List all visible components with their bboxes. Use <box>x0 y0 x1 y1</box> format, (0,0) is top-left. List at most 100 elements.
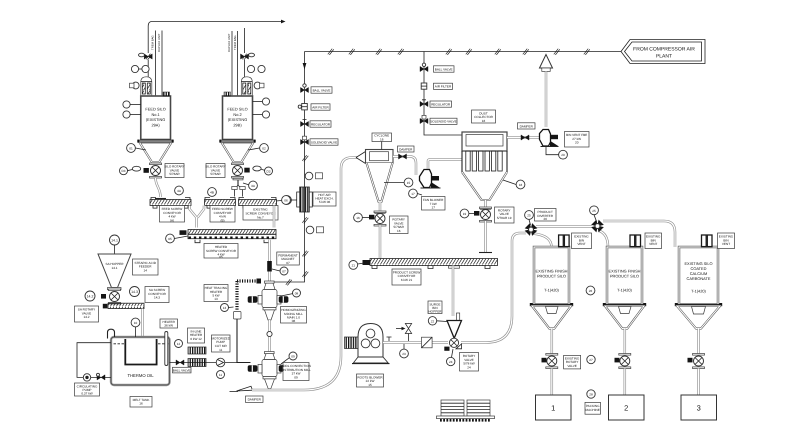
svg-text:VALVE: VALVE <box>211 168 221 172</box>
svg-text:28: 28 <box>589 393 593 397</box>
svg-text:ROTARY: ROTARY <box>463 354 476 358</box>
svg-text:21: 21 <box>352 263 356 267</box>
svg-text:4B: 4B <box>210 191 214 195</box>
svg-text:08: 08 <box>295 292 299 296</box>
svg-text:DUPLEX UNIT: DUPLEX UNIT <box>157 33 161 52</box>
svg-text:SA HOPPER: SA HOPPER <box>106 262 125 266</box>
svg-text:HEATER: HEATER <box>190 333 203 337</box>
svg-text:5/78AR: 5/78AR <box>394 225 405 229</box>
svg-text:37 kW: 37 kW <box>292 372 301 376</box>
svg-text:FEEDER: FEEDER <box>139 265 152 269</box>
svg-text:BIN: BIN <box>723 238 728 242</box>
svg-text:05: 05 <box>219 255 223 259</box>
svg-text:HEAT TRACING: HEAT TRACING <box>205 286 228 290</box>
svg-text:14.3: 14.3 <box>131 290 138 294</box>
svg-text:VALVE: VALVE <box>499 212 509 216</box>
svg-text:VALVE: VALVE <box>394 221 404 225</box>
svg-text:5/78AR 19: 5/78AR 19 <box>497 216 512 220</box>
svg-text:27: 27 <box>589 358 593 362</box>
svg-text:22 kW: 22 kW <box>366 379 375 383</box>
svg-text:HEAT EXCH.: HEAT EXCH. <box>315 197 333 201</box>
svg-text:T-1(420): T-1(420) <box>691 289 706 294</box>
svg-text:4 kW: 4 kW <box>219 215 226 219</box>
svg-text:EXISTING FINISH: EXISTING FINISH <box>609 269 641 274</box>
svg-text:CONVEYOR: CONVEYOR <box>148 292 166 296</box>
svg-text:BALL VALVE: BALL VALVE <box>173 368 191 372</box>
svg-text:10: 10 <box>134 321 138 325</box>
svg-text:VENT: VENT <box>577 242 585 246</box>
svg-text:PRODUCT: PRODUCT <box>538 210 553 214</box>
svg-text:15: 15 <box>407 181 411 185</box>
svg-text:18: 18 <box>519 183 523 187</box>
svg-text:CONVEYOR: CONVEYOR <box>398 274 416 278</box>
svg-text:4A: 4A <box>177 189 182 193</box>
svg-text:DAMPER: DAMPER <box>520 124 534 128</box>
svg-text:11: 11 <box>219 373 222 377</box>
svg-text:15: 15 <box>368 383 372 387</box>
svg-text:SOLENOID VALVE: SOLENOID VALVE <box>430 120 456 124</box>
svg-text:FEED SCREW: FEED SCREW <box>212 207 233 211</box>
svg-text:2: 2 <box>624 404 628 413</box>
svg-text:12: 12 <box>177 342 181 346</box>
svg-text:T-1(420): T-1(420) <box>617 288 632 293</box>
svg-text:17: 17 <box>411 192 415 196</box>
svg-text:SURGE: SURGE <box>429 302 440 306</box>
svg-text:26: 26 <box>589 289 593 293</box>
svg-text:ROTARY: ROTARY <box>498 208 511 212</box>
svg-text:16: 16 <box>380 137 384 141</box>
svg-text:SA SCREW: SA SCREW <box>149 288 165 292</box>
svg-text:MACHINE: MACHINE <box>586 408 600 412</box>
svg-text:14: 14 <box>143 268 147 272</box>
svg-text:No.7: No.7 <box>257 216 264 220</box>
svg-text:DAMPER: DAMPER <box>399 147 413 151</box>
svg-text:PRODUCT SCREW: PRODUCT SCREW <box>393 270 421 274</box>
svg-text:D3: D3 <box>267 170 271 174</box>
svg-text:EXISTING FINISH: EXISTING FINISH <box>536 269 568 274</box>
svg-text:(EXISTING: (EXISTING <box>228 117 247 122</box>
svg-text:14.1: 14.1 <box>111 239 118 243</box>
svg-text:EXISTING: EXISTING <box>565 357 580 361</box>
svg-text:17: 17 <box>431 205 435 209</box>
svg-text:BALL VALVE: BALL VALVE <box>435 67 453 71</box>
svg-text:DISTRIBUTION MILL: DISTRIBUTION MILL <box>281 368 311 372</box>
svg-text:13: 13 <box>223 306 227 310</box>
svg-text:25: 25 <box>592 209 596 213</box>
svg-text:HEATED: HEATED <box>215 245 228 249</box>
svg-text:PUMP: PUMP <box>83 388 92 392</box>
svg-text:27 kW: 27 kW <box>572 137 581 141</box>
svg-text:D3: D3 <box>122 169 126 173</box>
svg-text:MELT TANK: MELT TANK <box>133 398 151 402</box>
svg-text:(A): (A) <box>170 218 174 222</box>
svg-text:THERMO OIL: THERMO OIL <box>127 373 154 378</box>
svg-text:BIN: BIN <box>432 306 437 310</box>
svg-text:07: 07 <box>282 270 286 274</box>
svg-text:HOPPER: HOPPER <box>428 310 442 314</box>
svg-text:BIN VENT FBE: BIN VENT FBE <box>566 133 587 137</box>
svg-text:No.1: No.1 <box>151 112 159 117</box>
svg-text:DUST: DUST <box>479 111 488 115</box>
svg-text:ADDL CONVECTION: ADDL CONVECTION <box>281 364 311 368</box>
svg-text:FEED SILO: FEED SILO <box>227 107 247 112</box>
svg-text:18: 18 <box>482 119 486 123</box>
svg-text:CYCLONE: CYCLONE <box>374 134 389 138</box>
svg-text:DIVERTER: DIVERTER <box>537 214 553 218</box>
svg-text:07: 07 <box>286 261 290 265</box>
svg-text:29A): 29A) <box>151 122 160 127</box>
svg-text:AIR FILTER: AIR FILTER <box>312 105 329 109</box>
svg-text:AIR FILTER: AIR FILTER <box>435 85 452 89</box>
svg-text:PLANT: PLANT <box>656 54 672 60</box>
svg-text:14.2: 14.2 <box>83 315 89 319</box>
svg-text:16: 16 <box>397 229 401 233</box>
svg-text:5/78AR: 5/78AR <box>169 172 180 176</box>
svg-text:(EXISTING: (EXISTING <box>146 117 165 122</box>
svg-text:5 kW: 5 kW <box>212 294 219 298</box>
svg-text:02: 02 <box>262 147 266 151</box>
svg-text:14.2: 14.2 <box>87 295 94 299</box>
svg-text:MAGNET: MAGNET <box>281 257 294 261</box>
svg-text:SOLENOID VALVE: SOLENOID VALVE <box>311 140 337 144</box>
svg-text:TREM BAG: TREM BAG <box>151 35 155 50</box>
svg-text:CUT MR: CUT MR <box>215 344 228 348</box>
svg-text:VENT: VENT <box>649 242 657 246</box>
svg-text:29B): 29B) <box>233 122 242 127</box>
svg-text:22: 22 <box>431 319 435 323</box>
